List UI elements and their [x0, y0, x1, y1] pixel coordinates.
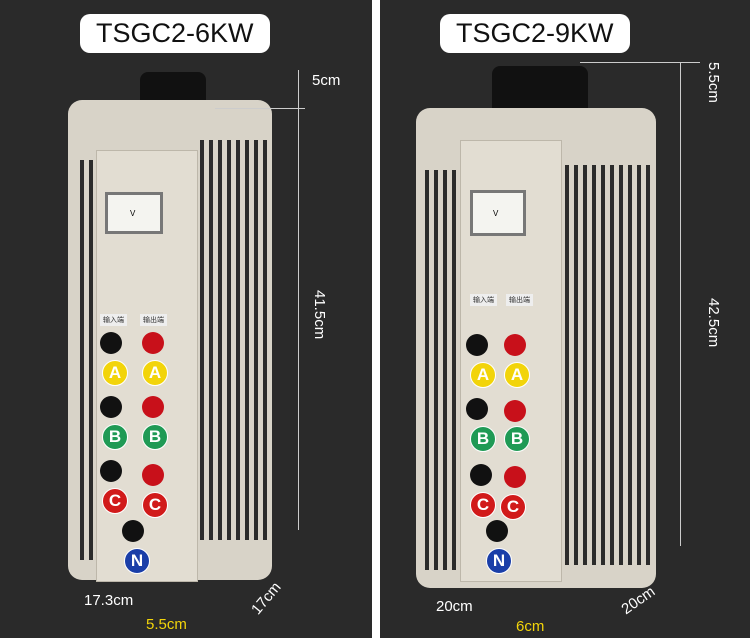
- neutral-badge: N: [486, 548, 512, 574]
- neutral-badge: N: [124, 548, 150, 574]
- vent-grille: [195, 140, 267, 540]
- phase-b-badge: B: [504, 426, 530, 452]
- output-terminal: [504, 466, 526, 488]
- output-terminal: [142, 332, 164, 354]
- body-height-dimension: 41.5cm: [311, 290, 328, 340]
- product-panel-6kw: TSGC2-6KW V 输入端 输出端 A A B B C C N 5cm 41…: [0, 0, 372, 638]
- control-knob: [140, 72, 206, 104]
- input-terminal: [100, 460, 122, 482]
- input-terminal: [100, 332, 122, 354]
- width-dimension: 17.3cm: [84, 592, 134, 609]
- phase-c-badge: C: [142, 492, 168, 518]
- phase-b-badge: B: [470, 426, 496, 452]
- input-label: 输入端: [470, 294, 497, 306]
- vent-grille: [75, 160, 97, 560]
- phase-a-badge: A: [102, 360, 128, 386]
- input-terminal: [100, 396, 122, 418]
- output-terminal: [142, 396, 164, 418]
- top-height-dimension: 5cm: [312, 72, 341, 89]
- model-title: TSGC2-6KW: [80, 14, 270, 53]
- control-knob: [492, 66, 588, 112]
- gap-dimension: 5.5cm: [146, 616, 187, 633]
- input-label: 输入端: [100, 314, 127, 326]
- depth-dimension: 17cm: [248, 578, 285, 619]
- voltmeter: V: [470, 190, 526, 236]
- output-terminal: [142, 464, 164, 486]
- input-terminal: [470, 464, 492, 486]
- meter-unit: V: [130, 209, 136, 218]
- neutral-terminal: [122, 520, 144, 542]
- output-terminal: [504, 334, 526, 356]
- neutral-terminal: [486, 520, 508, 542]
- input-terminal: [466, 398, 488, 420]
- phase-c-badge: C: [470, 492, 496, 518]
- input-terminal: [466, 334, 488, 356]
- product-panel-9kw: TSGC2-9KW V 输入端 输出端 A A B B C C N 5.5cm …: [380, 0, 750, 638]
- voltmeter: V: [105, 192, 163, 234]
- vent-grille: [560, 165, 650, 565]
- dimension-line: [680, 62, 681, 546]
- phase-b-badge: B: [142, 424, 168, 450]
- width-dimension: 20cm: [436, 598, 473, 615]
- model-title: TSGC2-9KW: [440, 14, 630, 53]
- top-height-dimension: 5.5cm: [705, 62, 722, 103]
- depth-dimension: 20cm: [618, 583, 659, 618]
- dimension-line: [298, 70, 299, 530]
- output-terminal: [504, 400, 526, 422]
- output-label: 输出端: [506, 294, 533, 306]
- output-label: 输出端: [140, 314, 167, 326]
- phase-a-badge: A: [470, 362, 496, 388]
- dimension-line: [215, 108, 305, 109]
- gap-dimension: 6cm: [516, 618, 545, 635]
- vent-grille: [420, 170, 460, 570]
- phase-c-badge: C: [500, 494, 526, 520]
- dimension-line: [580, 62, 700, 63]
- phase-b-badge: B: [102, 424, 128, 450]
- phase-c-badge: C: [102, 488, 128, 514]
- phase-a-badge: A: [504, 362, 530, 388]
- phase-a-badge: A: [142, 360, 168, 386]
- body-height-dimension: 42.5cm: [705, 298, 722, 348]
- meter-unit: V: [493, 209, 499, 218]
